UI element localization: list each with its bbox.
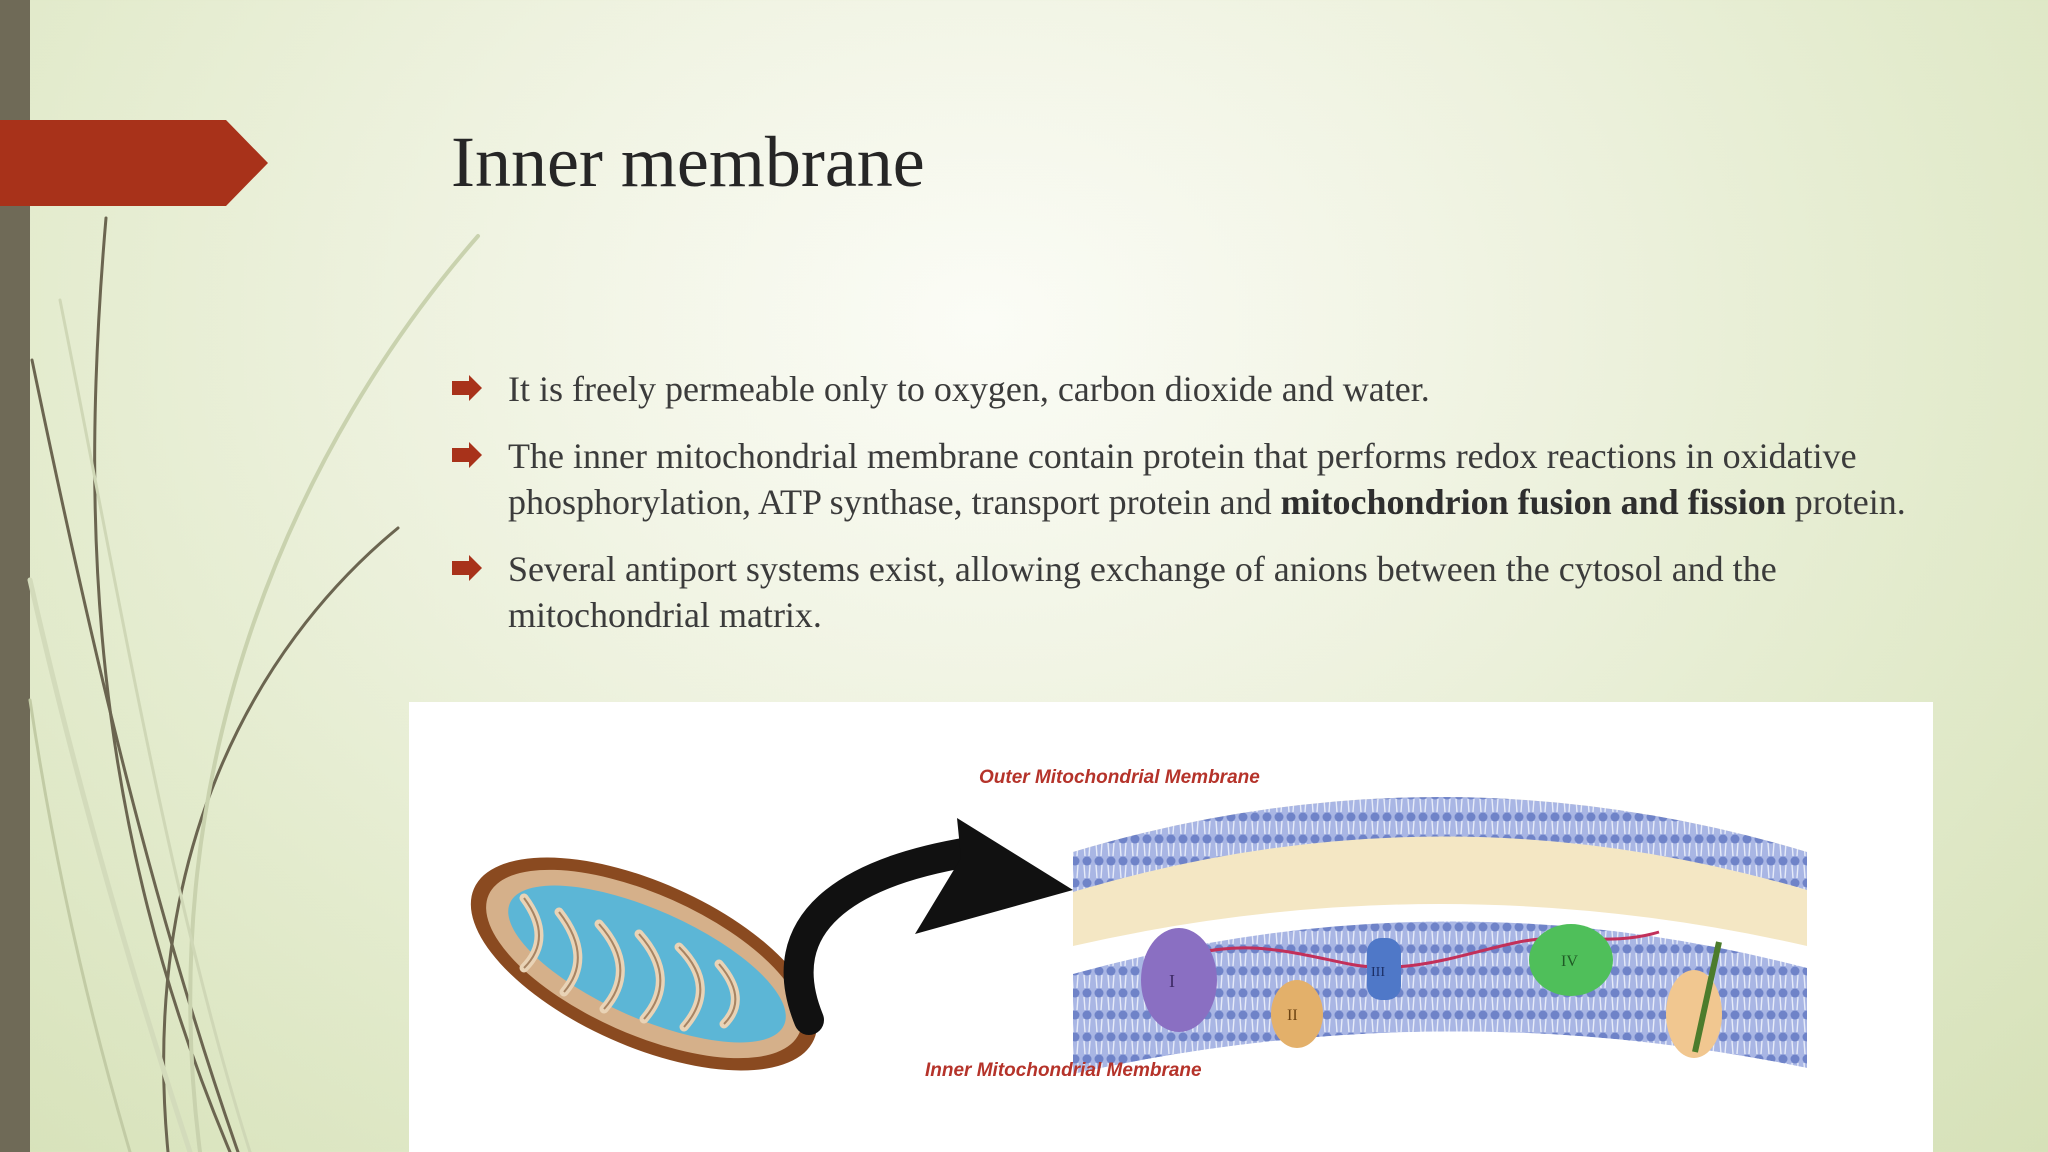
bullet-text-end: protein. [1785, 482, 1906, 522]
mitochondrion-icon [470, 857, 818, 1071]
title-arrow-tab-icon [0, 120, 268, 206]
membrane-section [1073, 797, 1807, 1080]
arrow-bullet-icon [452, 375, 482, 401]
bullet-text: It is freely permeable only to oxygen, c… [508, 369, 1430, 409]
complex-iv-icon: IV [1529, 924, 1613, 996]
complex-label: IV [1561, 953, 1578, 970]
mitochondria-illustration: I II III IV Outer Mitochondrial Membrane… [470, 767, 1807, 1081]
atp-synthase-icon [1666, 941, 1722, 1058]
inner-membrane-label: Inner Mitochondrial Membrane [925, 1060, 1202, 1081]
complex-i-icon: I [1141, 928, 1217, 1032]
complex-ii-icon: II [1271, 980, 1323, 1048]
bullet-text: The inner mitochondrial membrane contain… [508, 436, 1857, 522]
bullet-text: Several antiport systems exist, allowing… [508, 549, 1777, 635]
complex-iii-icon: III [1367, 938, 1401, 1000]
complex-label: III [1371, 965, 1385, 980]
curved-arrow-icon [783, 818, 1073, 1035]
outer-membrane-label: Outer Mitochondrial Membrane [979, 767, 1260, 788]
complex-label: I [1169, 971, 1175, 991]
bullet-item: Several antiport systems exist, allowing… [452, 546, 1912, 638]
arrow-bullet-icon [452, 442, 482, 468]
arrow-bullet-icon [452, 555, 482, 581]
bullet-list: It is freely permeable only to oxygen, c… [452, 366, 1912, 659]
bullet-bold-text: mitochondrion fusion and fission [1280, 482, 1786, 522]
slide-title: Inner membrane [451, 122, 925, 202]
complex-label: II [1287, 1007, 1298, 1024]
bullet-item: It is freely permeable only to oxygen, c… [452, 366, 1912, 412]
bullet-item: The inner mitochondrial membrane contain… [452, 433, 1912, 525]
mitochondria-figure: I II III IV Outer Mitochondrial Membrane… [409, 702, 1933, 1152]
